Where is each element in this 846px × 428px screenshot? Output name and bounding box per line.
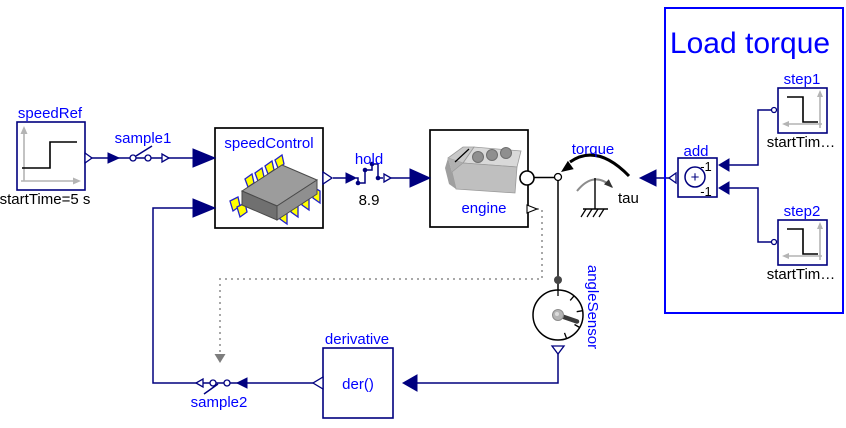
torque-label: torque [572,141,615,158]
hold-value: 8.9 [359,192,380,209]
add-input2-port [718,181,730,195]
add-label: add [683,143,708,160]
speedcontrol-input2-port [192,198,217,218]
tau-ground-icon [576,178,613,218]
hold-block[interactable]: hold 8.9 [345,151,393,209]
add-block[interactable]: + -1 -1 add [667,143,730,199]
torque-input-port [638,169,657,187]
add-gain-bottom: -1 [700,184,712,199]
torque-arrowhead-icon [561,160,574,172]
chip-icon [229,153,321,226]
add-input1-port [718,158,730,172]
step-source-icon [20,126,81,185]
derivative-input-port [401,374,418,392]
speedref-output-port [84,151,94,165]
engine-input-port [409,168,432,188]
sample1-label: sample1 [115,130,172,147]
engine-clock-port [526,204,539,214]
speedref-block[interactable]: speedRef startTime=5 s [0,105,94,208]
engine-block[interactable]: engine [409,129,539,228]
speedref-param: startTime=5 s [0,191,90,208]
hold-label: hold [355,151,383,168]
add-gain-top: -1 [700,159,712,174]
step2-label: step2 [784,203,821,220]
tau-label: tau [618,190,639,207]
clock-arrow-icon [214,354,226,363]
connection-step2-add[interactable] [729,187,771,243]
load-torque-title: Load torque [670,27,830,60]
engine-icon [445,146,522,194]
speedref-label: speedRef [18,105,83,122]
signal-arrow [107,152,121,164]
speedcontrol-input1-port [192,148,217,168]
connection-engine-flange[interactable] [534,176,562,291]
step1-output-port [770,106,778,114]
step2-param: startTim… [767,266,836,283]
step-source-icon [782,222,823,260]
step1-param: startTim… [767,134,836,151]
anglesensor-output-port [550,345,566,356]
speedcontrol-block[interactable]: speedControl [192,127,334,229]
derivative-block[interactable]: der() derivative [311,331,418,419]
connection-anglesensor-derivative[interactable] [417,354,559,384]
step1-block[interactable]: step1 startTim… [767,71,836,151]
engine-label: engine [461,200,506,217]
derivative-label: derivative [325,331,389,348]
sample2-block[interactable]: sample2 [191,377,248,411]
step-source-icon [782,90,823,128]
engine-flange-port [519,170,535,186]
speedcontrol-label: speedControl [224,135,313,152]
torque-arrow-icon [569,153,631,178]
connection-feedback-derivative-speedcontrol[interactable] [152,207,313,389]
sample2-label: sample2 [191,394,248,411]
flange-junction-dot [554,276,562,284]
signal-arrow [235,377,248,389]
speedcontrol-output-port [322,170,334,186]
gauge-ticks-icon [557,290,583,339]
connection-speedref-speedcontrol[interactable] [92,152,193,164]
sample1-block[interactable]: sample1 [115,130,172,164]
torque-block[interactable]: torque tau [561,141,657,218]
derivative-expression: der() [342,376,374,393]
signal-arrow [345,172,358,184]
derivative-output-port [311,375,324,391]
sum-circle-icon [684,166,706,188]
signal-open-arrow [161,152,171,164]
hold-output-arrow [383,172,393,184]
connection-step1-add[interactable] [729,109,771,166]
step2-block[interactable]: step2 startTim… [767,203,836,283]
flange-node[interactable] [553,172,563,182]
add-output-port [667,171,677,185]
load-torque-group[interactable]: Load torque [664,7,844,314]
gauge-hub-highlight [555,312,559,316]
anglesensor-block[interactable]: angleSensor [532,265,601,356]
add-operator: + [691,169,700,186]
anglesensor-label: angleSensor [584,265,601,349]
signal-open-arrow [194,377,204,389]
step2-output-port [770,238,778,246]
step1-label: step1 [784,71,821,88]
clock-connection-engine-sample2[interactable] [214,208,543,363]
